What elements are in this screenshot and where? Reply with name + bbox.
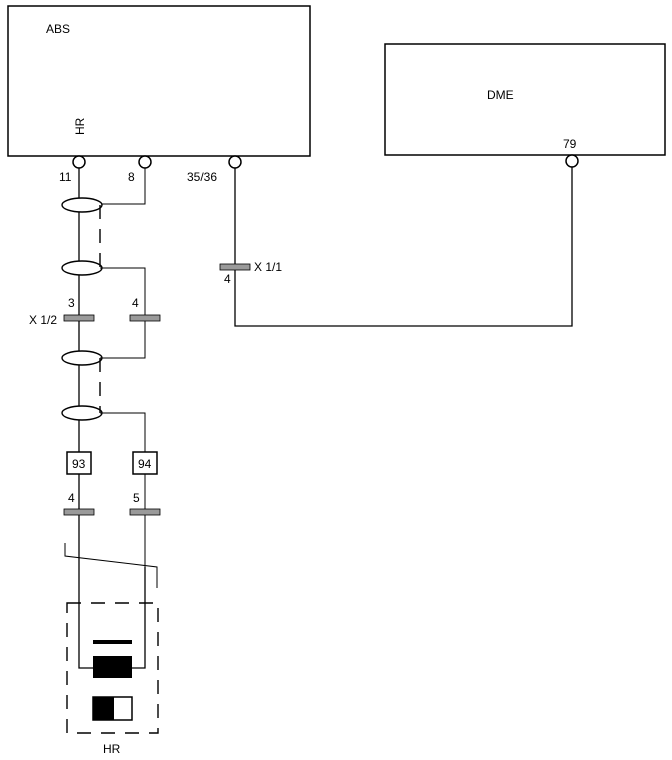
lower-pin4-label: 4 (68, 491, 75, 505)
shield-oval-4 (61, 405, 103, 421)
pin-11-label: 11 (59, 170, 72, 184)
x1-2-pin4-label: 4 (132, 296, 139, 310)
connector-x1-1 (219, 263, 251, 271)
dme-pin-79 (565, 154, 579, 168)
terminal-93 (66, 451, 92, 475)
dme-label: DME (487, 88, 514, 102)
terminal-93-label: 93 (72, 457, 86, 471)
shield-diagonal (64, 543, 158, 588)
connector-x1-2-pin-3 (63, 314, 95, 322)
abs-pin-8 (138, 155, 152, 169)
shield-oval-2 (61, 260, 103, 276)
x1-2-pin3-label: 3 (68, 296, 75, 310)
lower-pin5-label: 5 (133, 491, 140, 505)
connector-x1-2-pin-4 (129, 314, 161, 322)
shield-loop-x1-2 (100, 267, 146, 359)
pin-8-label: 8 (128, 170, 135, 184)
wire-to-94 (100, 412, 146, 567)
abs-hr-label: HR (73, 117, 87, 135)
wire-pin-8-shield (100, 168, 146, 205)
x1-1-label: X 1/1 (254, 260, 282, 274)
x1-1-pin-label: 4 (224, 272, 231, 286)
abs-pin-11 (72, 155, 86, 169)
pin-35-36-label: 35/36 (187, 170, 217, 184)
connector-lower-pin-5 (129, 508, 161, 516)
sensor-bar (93, 640, 132, 644)
dme-module (384, 43, 666, 156)
terminal-94 (132, 451, 158, 475)
abs-pin-35-36 (228, 155, 242, 169)
shield-oval-1 (61, 197, 103, 213)
wire-sensor-left (78, 560, 93, 669)
wire-sensor-right (132, 567, 146, 669)
connector-lower-pin-4 (63, 508, 95, 516)
shield-oval-3 (61, 350, 103, 366)
sensor-magnet-pole (93, 697, 114, 720)
sensor-enclosure (66, 602, 159, 734)
pin-79-label: 79 (563, 137, 577, 151)
abs-module (7, 5, 311, 157)
sensor-coil (93, 656, 132, 678)
terminal-94-label: 94 (138, 457, 152, 471)
x1-2-label: X 1/2 (29, 313, 57, 327)
abs-label: ABS (46, 22, 70, 36)
wire-abs-dme (234, 167, 573, 327)
sensor-label: HR (103, 742, 121, 756)
